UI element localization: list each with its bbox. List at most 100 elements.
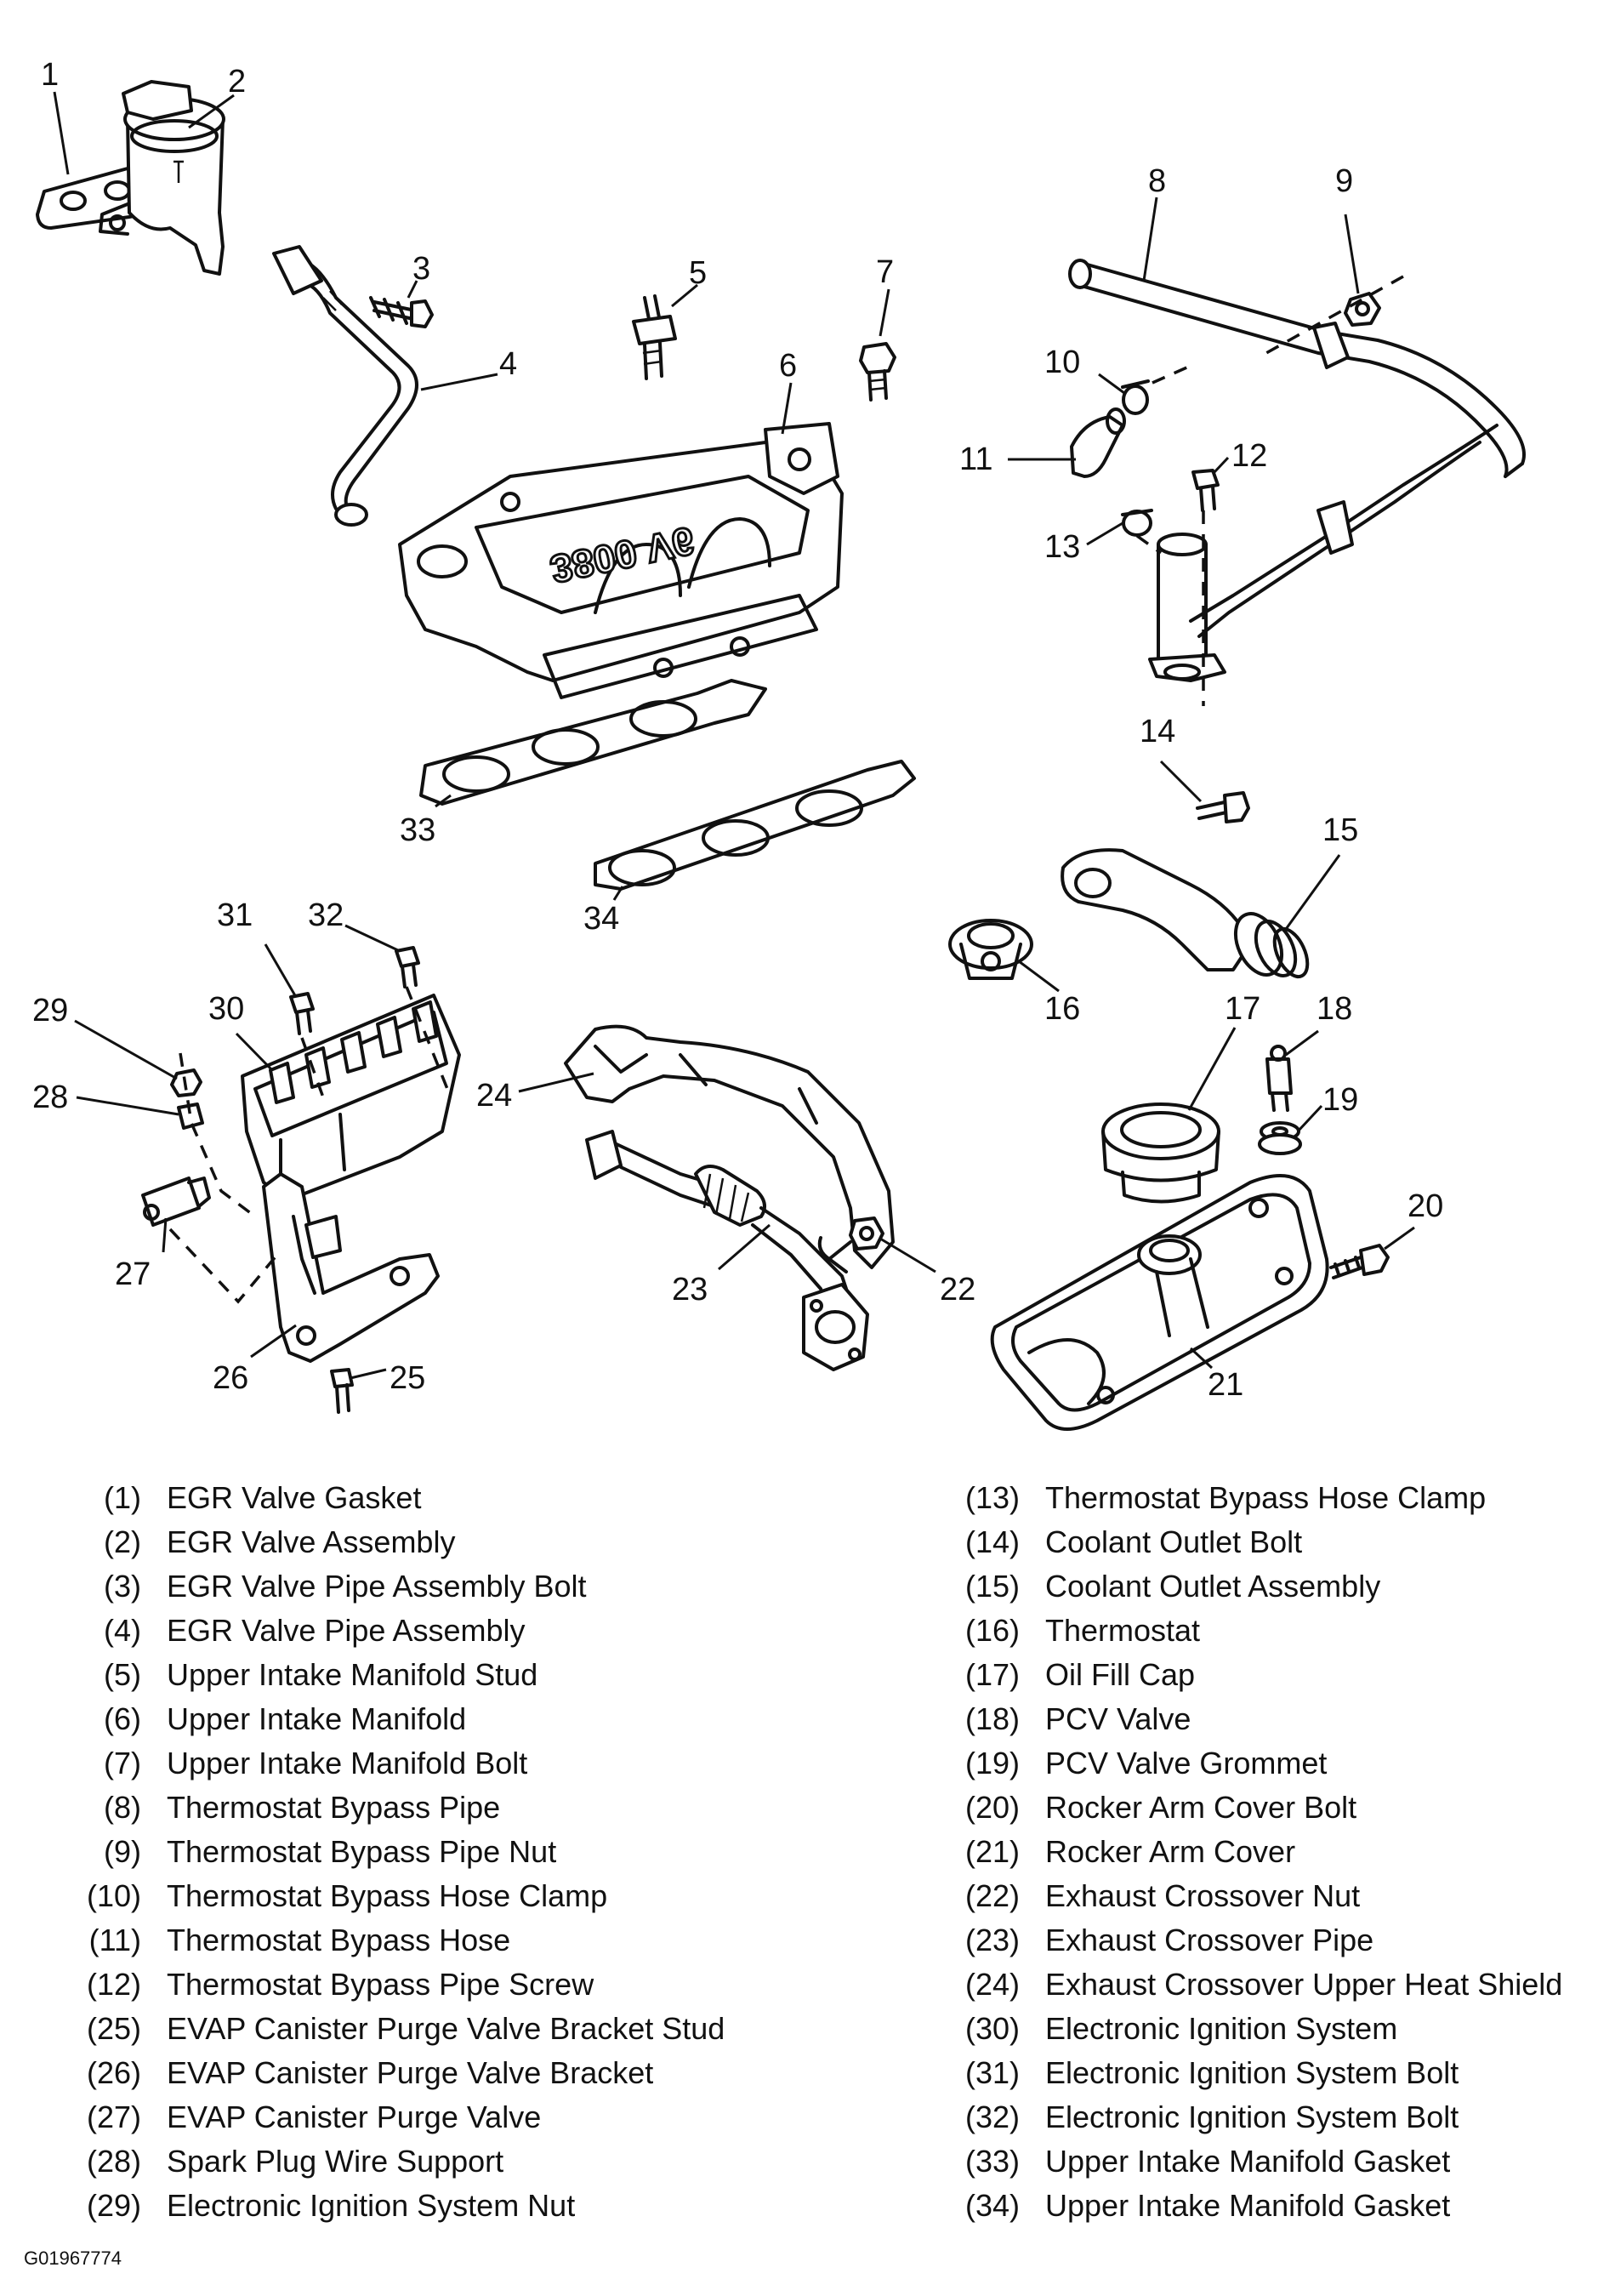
legend-number: (9): [104, 1834, 141, 1869]
thermostat-bypass-hose: [1070, 407, 1126, 478]
thermostat-bypass-pipe-screw: [1191, 469, 1220, 512]
legend-number: (19): [964, 1746, 1020, 1780]
legend-number: (31): [964, 2055, 1020, 2090]
legend-item: (12) Thermostat Bypass Pipe Screw: [53, 1963, 869, 2007]
evap-canister-purge-valve-bracket-stud: [330, 1368, 354, 1414]
legend-number: (14): [964, 1524, 1020, 1559]
legend-item: (3)EGR Valve Pipe Assembly Bolt: [53, 1564, 869, 1609]
legend-label: Thermostat Bypass Pipe: [167, 1790, 501, 1825]
coolant-outlet-bolt: [1196, 791, 1250, 823]
legend-item: (9)Thermostat Bypass Pipe Nut: [53, 1830, 869, 1874]
legend-item: (5) Upper Intake Manifold Stud: [53, 1653, 869, 1697]
legend-number: (1): [104, 1480, 141, 1515]
callout-22: 22: [940, 1272, 975, 1308]
thermostat-bypass-pipe: [1068, 259, 1526, 638]
legend-item: (11)Thermostat Bypass Hose: [53, 1918, 869, 1963]
egr-valve-pipe-assembly: [272, 245, 418, 527]
legend-right-column: (13)Thermostat Bypass Hose Clamp(14)Cool…: [931, 1476, 1595, 2228]
legend-label: EGR Valve Pipe Assembly: [167, 1613, 526, 1648]
legend-number: (20): [964, 1790, 1020, 1825]
legend-item: (7)Upper Intake Manifold Bolt: [53, 1741, 869, 1786]
callout-13: 13: [1044, 529, 1080, 565]
legend-label: Coolant Outlet Bolt: [1045, 1524, 1303, 1559]
callout-25: 25: [390, 1360, 425, 1396]
legend-item: (22)Exhaust Crossover Nut: [931, 1874, 1595, 1918]
legend-item: (2)EGR Valve Assembly: [53, 1520, 869, 1564]
legend-number: (16): [964, 1613, 1020, 1648]
legend-label: Coolant Outlet Assembly: [1045, 1569, 1381, 1604]
pcv-valve-grommet: [1258, 1121, 1302, 1155]
exploded-parts-diagram: 3800 V6: [32, 57, 1526, 1431]
callout-2: 2: [228, 64, 246, 100]
legend-label: Upper Intake Manifold: [167, 1701, 467, 1736]
evap-canister-purge-valve-bracket: [262, 1172, 440, 1363]
legend-number: (22): [964, 1878, 1020, 1913]
legend-label: Upper Intake Manifold Stud: [167, 1657, 538, 1692]
legend-item: (15) Coolant Outlet Assembly: [931, 1564, 1595, 1609]
legend-label: PCV Valve Grommet: [1045, 1746, 1328, 1780]
legend-number: (32): [964, 2099, 1020, 2134]
upper-intake-manifold: 3800 V6: [398, 422, 844, 699]
legend-number: (6): [104, 1701, 141, 1736]
callout-27: 27: [115, 1256, 151, 1292]
callout-20: 20: [1407, 1188, 1443, 1224]
callout-31: 31: [217, 897, 253, 933]
legend-number: (15): [964, 1569, 1020, 1604]
callout-10: 10: [1044, 345, 1080, 380]
upper-intake-manifold-gasket-34: [594, 760, 916, 891]
legend-label: Electronic Ignition System: [1045, 2011, 1398, 2046]
alignment-lines: [168, 275, 1404, 1304]
legend-label: EVAP Canister Purge Valve Bracket Stud: [167, 2011, 725, 2046]
legend-number: (13): [964, 1480, 1020, 1515]
callout-33: 33: [400, 812, 435, 848]
legend-label: Oil Fill Cap: [1045, 1657, 1196, 1692]
legend-number: (23): [964, 1923, 1020, 1957]
legend-label: PCV Valve: [1045, 1701, 1191, 1736]
legend-number: (28): [86, 2144, 141, 2179]
callout-3: 3: [412, 251, 430, 287]
callout-16: 16: [1044, 991, 1080, 1027]
legend-number: (4): [104, 1613, 141, 1648]
callout-12: 12: [1231, 438, 1267, 474]
electronic-ignition-system-bolt-31: [289, 992, 315, 1035]
callout-23: 23: [672, 1272, 708, 1308]
exhaust-crossover-pipe: [585, 1130, 869, 1371]
legend-label: EGR Valve Assembly: [167, 1524, 456, 1559]
legend-item: (1) EGR Valve Gasket: [53, 1476, 869, 1520]
spark-plug-wire-support: [177, 1102, 204, 1130]
legend-number: (7): [104, 1746, 141, 1780]
legend-item: (34)Upper Intake Manifold Gasket: [931, 2184, 1595, 2228]
callout-numbers: 1 2 3 4 5 6 7 8 9 10 11 12 13 14 15 16 1…: [32, 57, 1443, 1403]
parts-legend: (1) EGR Valve Gasket (2)EGR Valve Assembly…: [0, 1476, 1598, 2225]
callout-32: 32: [308, 897, 344, 933]
legend-number: (26): [86, 2055, 141, 2090]
legend-number: (11): [88, 1923, 141, 1957]
legend-number: (17): [964, 1657, 1020, 1692]
legend-number: (10): [86, 1878, 141, 1913]
rocker-arm-cover: [990, 1174, 1329, 1431]
legend-item: (23)Exhaust Crossover Pipe: [931, 1918, 1595, 1963]
legend-item: (6) Upper Intake Manifold: [53, 1697, 869, 1741]
legend-label: EVAP Canister Purge Valve Bracket: [167, 2055, 654, 2090]
legend-item: (4) EGR Valve Pipe Assembly: [53, 1609, 869, 1653]
legend-label: EVAP Canister Purge Valve: [167, 2099, 542, 2134]
callout-14: 14: [1140, 714, 1175, 749]
legend-number: (12): [86, 1967, 141, 2002]
legend-item: (29)Electronic Ignition System Nut: [53, 2184, 869, 2228]
pcv-valve: [1265, 1045, 1293, 1112]
callout-6: 6: [779, 348, 797, 384]
upper-intake-manifold-gasket-33: [419, 679, 767, 806]
legend-item: (14) Coolant Outlet Bolt: [931, 1520, 1595, 1564]
legend-item: (30)Electronic Ignition System: [931, 2007, 1595, 2051]
legend-item: (21)Rocker Arm Cover: [931, 1830, 1595, 1874]
legend-label: Thermostat Bypass Pipe Screw: [167, 1967, 594, 2002]
coolant-outlet-assembly: [1061, 848, 1310, 979]
legend-number: (5): [104, 1657, 141, 1692]
callout-24: 24: [476, 1078, 512, 1114]
callout-17: 17: [1225, 991, 1260, 1027]
legend-label: EGR Valve Gasket: [167, 1480, 422, 1515]
legend-left-column: (1) EGR Valve Gasket (2)EGR Valve Assembly…: [53, 1476, 869, 2228]
upper-intake-manifold-bolt: [859, 342, 896, 402]
legend-label: Spark Plug Wire Support: [167, 2144, 504, 2179]
thermostat: [948, 919, 1033, 980]
